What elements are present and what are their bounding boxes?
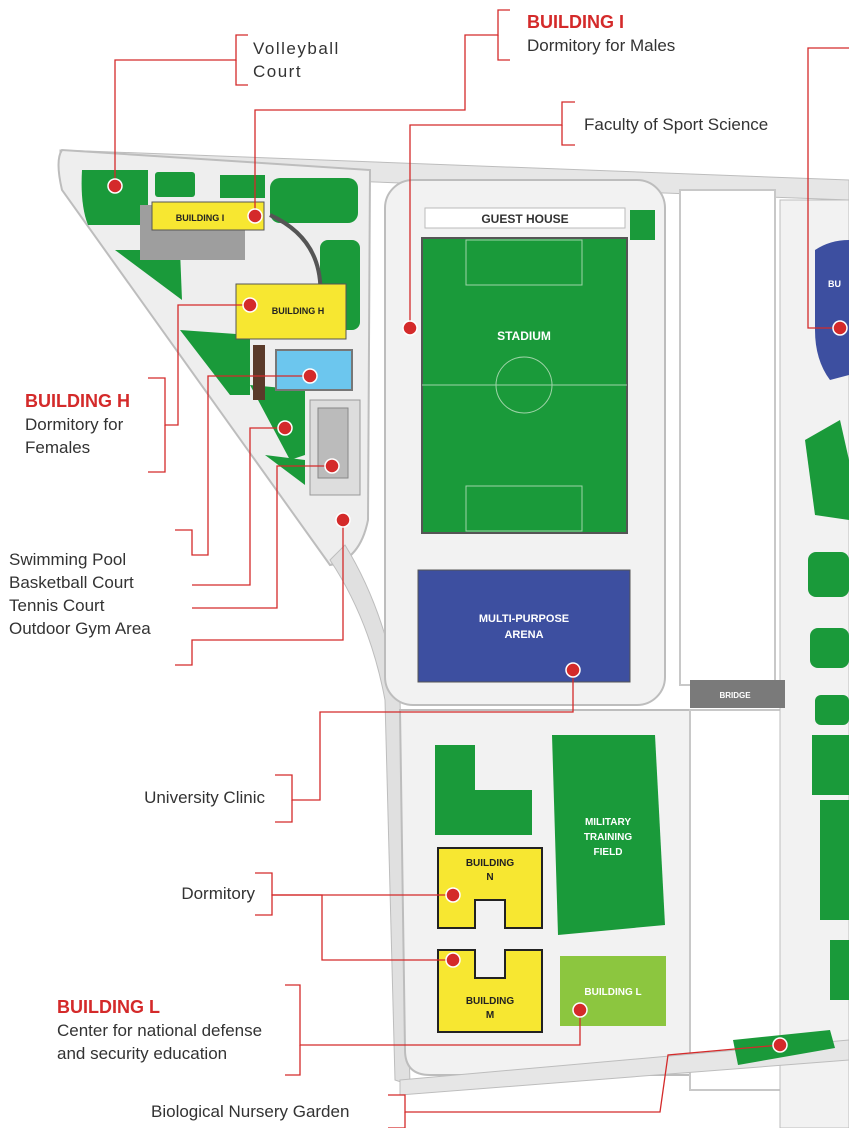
east-block: BU [805,240,849,1000]
building-l-line2: and security education [57,1044,228,1063]
marker-basketball [277,420,293,436]
west-green-areas [81,170,360,485]
marker-building-h [242,297,258,313]
leader-lines [114,9,849,1128]
building-n-label-2: N [486,872,493,883]
arena-label-1: MULTI-PURPOSE [479,613,569,625]
marker-volleyball [107,178,123,194]
faculty-callout: Faculty of Sport Science [584,113,768,136]
facilities-callout: Swimming Pool Basketball Court Tennis Co… [9,548,151,640]
swimming-text: Swimming Pool [9,550,127,569]
building-h-block: BUILDING H [235,283,347,400]
dormitory-text: Dormitory [181,884,255,903]
basketball-text: Basketball Court [9,573,134,592]
marker-building-m [445,952,461,968]
marker-nursery [772,1037,788,1053]
building-i-block: BUILDING I [140,201,323,301]
building-h-map-label: BUILDING H [272,306,325,316]
military-label-1: MILITARY [585,817,631,828]
building-n-label-1: BUILDING [466,858,515,869]
volleyball-line2: Court [253,62,303,81]
building-i-callout: BUILDING I Dormitory for Males [527,11,675,57]
military-label-3: FIELD [594,847,623,858]
building-i-desc: Dormitory for Males [527,36,676,55]
building-h-line1: Dormitory for [25,415,124,434]
faculty-text: Faculty of Sport Science [584,115,769,134]
stadium-block: GUEST HOUSE STADIUM [421,207,655,534]
building-m-label-1: BUILDING [466,996,515,1007]
nursery-text: Biological Nursery Garden [151,1102,350,1121]
marker-outdoor-gym [335,512,351,528]
building-m-label-2: M [486,1010,494,1021]
tennis-text: Tennis Court [9,596,105,615]
marker-building-i [247,208,263,224]
south-block: MILITARY TRAINING FIELD BUILDING N BUILD… [435,735,666,1033]
building-h-title: BUILDING H [25,391,130,411]
outdoor-gym-text: Outdoor Gym Area [9,619,151,638]
nursery-callout: Biological Nursery Garden [151,1100,349,1123]
marker-swimming-pool [302,368,318,384]
marker-faculty [402,320,418,336]
clinic-text: University Clinic [144,788,265,807]
building-l-line1: Center for national defense [57,1021,263,1040]
marker-tennis [324,458,340,474]
dormitory-callout: Dormitory [100,882,255,905]
volleyball-line1: Volleyball [253,39,340,58]
location-markers [107,178,848,1053]
clinic-callout: University Clinic [100,786,265,809]
guest-house-label: GUEST HOUSE [481,212,568,226]
stadium-label: STADIUM [497,329,551,343]
building-l-title: BUILDING L [57,997,160,1017]
arena-block: MULTI-PURPOSE ARENA [417,569,631,683]
military-label-2: TRAINING [584,832,633,843]
building-h-callout: BUILDING H Dormitory for Females [25,390,130,459]
bridge-label: BRIDGE [719,691,751,700]
marker-east-building [832,320,848,336]
building-l-map-label: BUILDING L [584,987,641,998]
marker-building-l [572,1002,588,1018]
volleyball-callout: Volleyball Court [253,37,340,83]
marker-building-n [445,887,461,903]
east-building-partial-label: BU [828,279,841,289]
marker-clinic [565,662,581,678]
arena-label-2: ARENA [504,629,543,641]
building-i-title: BUILDING I [527,12,624,32]
building-i-map-label: BUILDING I [176,213,225,223]
building-h-line2: Females [25,438,91,457]
building-l-callout: BUILDING L Center for national defense a… [57,996,262,1065]
